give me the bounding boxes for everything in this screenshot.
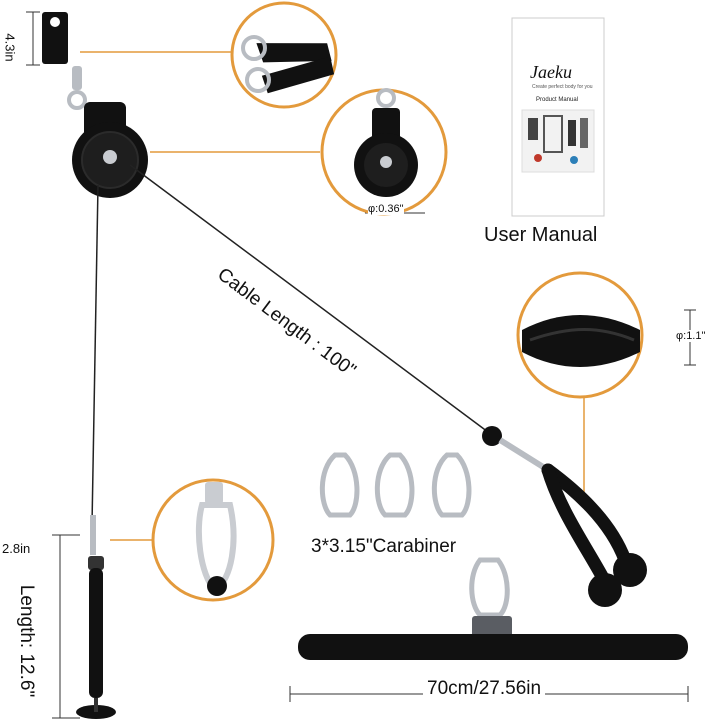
clip-callout-content <box>195 482 237 596</box>
user-manual-caption: User Manual <box>484 224 598 246</box>
lat-bar <box>298 557 688 660</box>
pulley-diameter-label: φ:0.36" <box>368 203 404 215</box>
carabiner-3 <box>431 452 472 518</box>
straight-handle <box>76 515 116 719</box>
carabiner-caption: 3*3.15"Carabiner <box>311 536 457 557</box>
clip-callout <box>151 478 275 602</box>
carabiners <box>319 452 472 518</box>
cable-stopper-ball <box>482 426 502 446</box>
rope-callout-content <box>522 315 640 367</box>
carabiner-2 <box>374 452 415 518</box>
manual-title: Product Manual <box>536 97 579 103</box>
user-manual-booklet <box>511 17 605 217</box>
rope-diameter-label: φ:1.1" <box>676 330 706 342</box>
vertical-cable <box>91 184 99 526</box>
carabiner-1 <box>319 452 360 518</box>
main-pulley <box>72 102 148 198</box>
handle-width-label: 2.8in <box>2 541 31 556</box>
strap-callout-content <box>241 35 335 94</box>
diagonal-cable <box>129 164 489 433</box>
manual-brand: Jaeku <box>530 62 572 82</box>
pulley-callout-content <box>354 88 418 197</box>
tricep-rope <box>498 437 647 607</box>
handle-length-label: Length: 12.6" <box>16 584 38 698</box>
manual-tagline: Create perfect body for you <box>532 84 593 90</box>
door-strap <box>42 12 87 110</box>
bar-length-label: 70cm/27.56in <box>423 678 546 700</box>
strap-height-label: 4.3in <box>2 33 18 62</box>
